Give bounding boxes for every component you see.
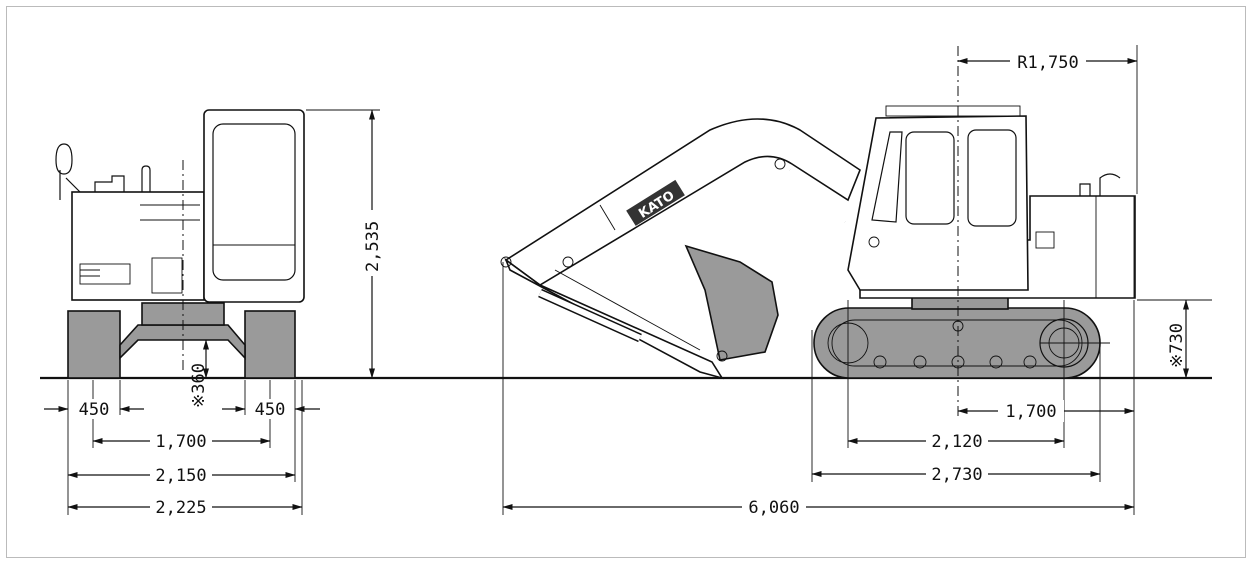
dim-front-overall-width: 2,225: [155, 498, 206, 518]
front-mirror: [55, 143, 73, 200]
front-grille: [79, 263, 131, 285]
kato-logo-plate: [626, 179, 685, 226]
dim-rear-end-distance: 1,700: [1005, 402, 1056, 422]
front-muffler: [141, 165, 151, 192]
dim-front-track-width-right: 450: [255, 400, 286, 420]
dim-front-track-gauge: 1,700: [155, 432, 206, 452]
boom: [504, 118, 861, 286]
dim-overall-height: 2,535: [363, 221, 383, 272]
dim-overall-length: 6,060: [748, 498, 799, 518]
bucket: [684, 244, 779, 361]
dim-front-track-overall-width: 2,150: [155, 466, 206, 486]
front-left-track: [67, 310, 121, 379]
side-muffler: [1099, 173, 1121, 196]
side-cab: [847, 115, 1029, 291]
dim-track-length: 2,730: [931, 465, 982, 485]
dim-tail-swing-radius: R1,750: [1017, 53, 1078, 73]
counterweight: [1095, 195, 1135, 299]
front-engine-cover: [94, 175, 125, 192]
front-cab-window: [212, 123, 296, 281]
front-cab: [203, 109, 305, 303]
side-vent: [1035, 231, 1055, 249]
cab-roof: [885, 105, 1021, 117]
front-dimensions: 450 450 1,700 2,150 2,225 ※360 2,535: [44, 109, 383, 518]
arm: [504, 257, 724, 380]
side-view-excavator: KATO: [500, 46, 1136, 420]
dim-tumbler-center-distance: 2,120: [931, 432, 982, 452]
side-dimensions: R1,750 ※730 1,700 2,120 2,730 6,060: [502, 45, 1212, 518]
side-cab-door-window: [967, 129, 1017, 227]
front-right-track: [244, 310, 296, 379]
front-seat: [151, 257, 183, 294]
side-cab-front-window: [871, 131, 903, 223]
drawing-frame: [6, 6, 1246, 558]
front-view-excavator: [55, 109, 305, 379]
dim-front-ground-clearance: ※360: [189, 363, 209, 408]
dim-front-track-width-left: 450: [79, 400, 110, 420]
side-cab-window: [905, 131, 955, 225]
dim-counterweight-clearance: ※730: [1167, 323, 1187, 368]
